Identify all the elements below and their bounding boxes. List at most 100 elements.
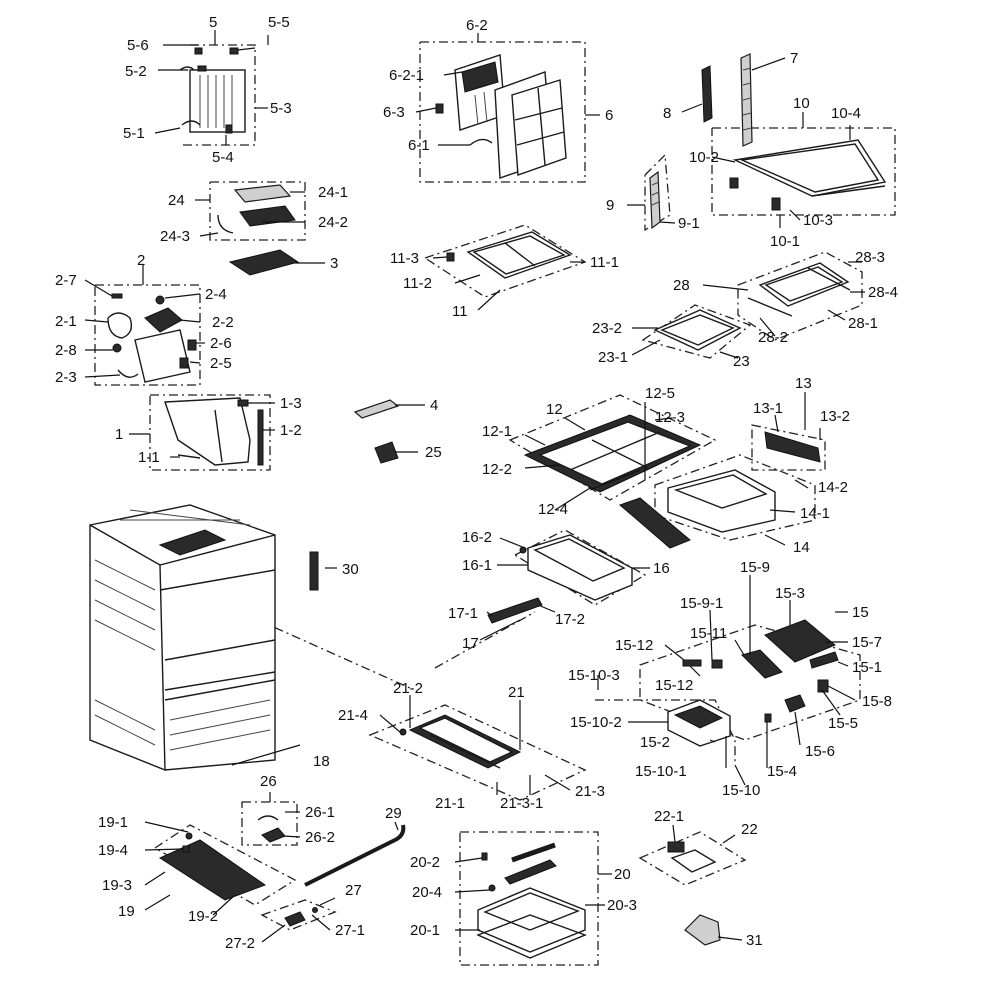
label-30: 30 [342, 561, 359, 578]
label-26: 26 [260, 773, 277, 790]
part-8-rail [701, 65, 713, 123]
label-19-1: 19-1 [98, 814, 128, 831]
part-9-side-rail [649, 170, 661, 230]
callout-labels: 5 5-5 5-6 5-2 5-3 5-1 5-4 6-2 6-2-1 6-3 … [55, 14, 898, 952]
cabinet-dashed-link-18 [239, 611, 411, 689]
part-2-assembly [107, 293, 197, 383]
label-2-3: 2-3 [55, 369, 77, 386]
part-15-control-assembly [667, 619, 839, 747]
label-5-5: 5-5 [268, 14, 290, 31]
parts [89, 47, 887, 959]
group-box-15-10 [595, 699, 736, 765]
part-12-crisper-cover [523, 414, 702, 493]
label-12-3: 12-3 [655, 409, 685, 426]
group-box-26 [241, 801, 298, 846]
label-13-2: 13-2 [820, 408, 850, 425]
label-13-1: 13-1 [753, 400, 783, 417]
label-15-7: 15-7 [852, 634, 882, 651]
part-5-duct-assembly [179, 47, 246, 134]
label-21-2: 21-2 [393, 680, 423, 697]
label-11-3: 11-3 [390, 250, 419, 267]
label-20-4: 20-4 [412, 884, 442, 901]
label-15-1: 15-1 [852, 659, 882, 676]
label-12-1: 12-1 [482, 423, 512, 440]
part-31-bin [684, 914, 721, 946]
label-24-2: 24-2 [318, 214, 348, 231]
label-20-1: 20-1 [410, 922, 440, 939]
label-1-1: 1-1 [138, 449, 160, 466]
group-box-14 [654, 454, 816, 541]
label-28-1: 28-1 [848, 315, 878, 332]
group-box-27 [260, 899, 337, 931]
label-14-2: 14-2 [818, 479, 848, 496]
label-22: 22 [741, 821, 758, 838]
label-12-5: 12-5 [645, 385, 675, 402]
label-6-2-1: 6-2-1 [389, 67, 424, 84]
part-cabinet [89, 504, 276, 771]
part-6-evaporator-cover [435, 54, 567, 179]
part-1-ice-bucket [164, 397, 264, 466]
part-3-filter [228, 249, 300, 276]
label-22-1: 22-1 [654, 808, 684, 825]
part-25-holder [374, 441, 399, 464]
label-5-6: 5-6 [127, 37, 149, 54]
label-14-1: 14-1 [800, 505, 830, 522]
label-2-6: 2-6 [210, 335, 232, 352]
label-19-2: 19-2 [188, 908, 218, 925]
label-2-8: 2-8 [55, 342, 77, 359]
part-16-drawer [519, 534, 633, 601]
group-box-19 [153, 824, 297, 906]
group-box-28 [737, 251, 863, 341]
part-27-bracket [284, 907, 318, 927]
label-5-3: 5-3 [270, 100, 292, 117]
label-15-5: 15-5 [828, 715, 858, 732]
label-9: 9 [606, 197, 614, 214]
label-17-1: 17-1 [448, 605, 478, 622]
part-17-cover [487, 597, 543, 624]
label-10-1: 10-1 [770, 233, 800, 250]
group-box-24 [209, 181, 306, 241]
label-2-5: 2-5 [210, 355, 232, 372]
label-9-1: 9-1 [678, 215, 700, 232]
label-1-2: 1-2 [280, 422, 302, 439]
label-7: 7 [790, 50, 798, 67]
part-4-bracket [353, 399, 400, 419]
part-20-freezer-drawer [476, 842, 587, 959]
group-boxes [94, 41, 896, 966]
label-15-8: 15-8 [862, 693, 892, 710]
part-26-harness [257, 815, 286, 843]
label-15-12b: 15-12 [655, 677, 693, 694]
group-box-16 [513, 529, 647, 606]
label-21-4: 21-4 [338, 707, 368, 724]
label-18: 18 [313, 753, 330, 770]
label-16: 16 [653, 560, 670, 577]
label-27: 27 [345, 882, 362, 899]
part-29-gasket [304, 824, 406, 887]
part-7-rail [740, 53, 753, 147]
label-14: 14 [793, 539, 810, 556]
label-10-3: 10-3 [803, 212, 833, 229]
label-1: 1 [115, 426, 123, 443]
label-20: 20 [614, 866, 631, 883]
label-15-10-1: 15-10-1 [635, 763, 687, 780]
label-15-10-2: 15-10-2 [570, 714, 622, 731]
label-10: 10 [793, 95, 810, 112]
label-24-3: 24-3 [160, 228, 190, 245]
label-21: 21 [508, 684, 525, 701]
label-15-2: 15-2 [640, 734, 670, 751]
label-17: 17 [462, 635, 479, 652]
label-5-2: 5-2 [125, 63, 147, 80]
label-6-2: 6-2 [466, 17, 488, 34]
part-10-shelf [729, 139, 887, 211]
label-8: 8 [663, 105, 671, 122]
label-4: 4 [430, 397, 438, 414]
label-2-7: 2-7 [55, 272, 77, 289]
part-21-rail-assembly [399, 714, 522, 769]
part-30-strip [309, 551, 319, 591]
label-12: 12 [546, 401, 563, 418]
part-22-cover [667, 841, 717, 873]
label-23-1: 23-1 [598, 349, 628, 366]
group-box-13 [751, 424, 826, 471]
label-26-2: 26-2 [305, 829, 335, 846]
